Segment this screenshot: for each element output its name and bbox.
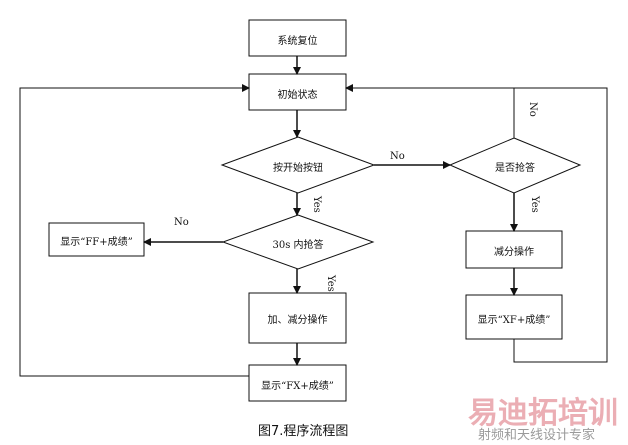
diamond-press-start bbox=[220, 136, 376, 194]
box-reset bbox=[248, 19, 347, 57]
node-sub-op-label: 减分操作 bbox=[494, 247, 534, 258]
edge-label-yes-press: Yes bbox=[311, 196, 322, 213]
node-show-ff-label: 显示“FF+成绩” bbox=[60, 237, 133, 248]
box-init bbox=[248, 73, 347, 111]
node-add-sub-label: 加、减分操作 bbox=[267, 315, 328, 326]
edge-showxf-loop bbox=[345, 84, 608, 363]
node-press-start-label: 按开始按钮 bbox=[273, 163, 323, 174]
figure-caption: 图7.程序流程图 bbox=[258, 424, 349, 439]
edge-label-yes-answer: Yes bbox=[325, 275, 336, 292]
box-show-fx bbox=[248, 364, 347, 402]
box-show-ff bbox=[48, 222, 145, 257]
edge-showfx-loop bbox=[19, 84, 250, 377]
node-answer-30s-label: 30s 内抢答 bbox=[272, 240, 324, 251]
node-reset-label: 系统复位 bbox=[277, 36, 318, 47]
watermark-logo-text: 易迪拓培训 bbox=[468, 396, 618, 431]
node-show-fx-label: 显示“FX+成绩” bbox=[261, 381, 334, 392]
node-show-xf-label: 显示“XF+成绩” bbox=[477, 315, 551, 326]
edge-label-no-answer: No bbox=[174, 217, 189, 228]
watermark-subtitle: 射频和天线设计专家 bbox=[478, 428, 596, 443]
box-sub-op bbox=[465, 230, 563, 269]
edge-label-yes-answered: Yes bbox=[529, 196, 540, 213]
edge-label-no-answered: No bbox=[527, 102, 538, 117]
diamond-answer-30s bbox=[221, 214, 375, 270]
edge-label-no-press: No bbox=[390, 151, 405, 162]
node-init-label: 初始状态 bbox=[277, 90, 318, 101]
node-is-answered-label: 是否抢答 bbox=[495, 163, 535, 174]
